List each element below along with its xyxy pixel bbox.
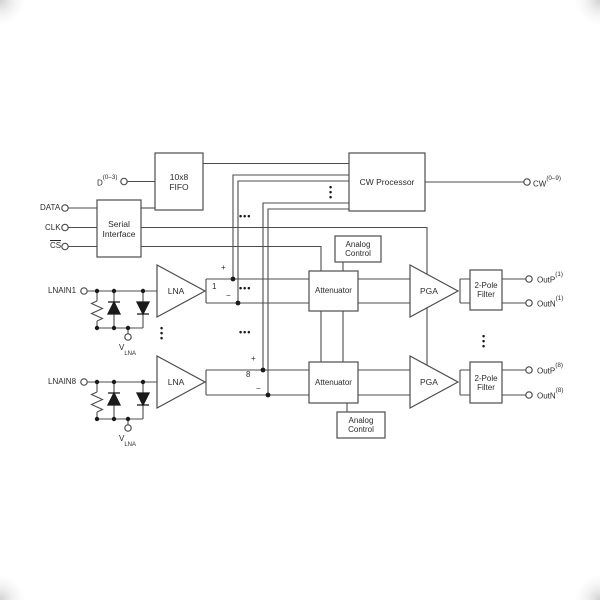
wire-ch8-rails [205, 369, 526, 396]
serial-interface-label: Serial Interface [102, 218, 136, 239]
resistor-ch1 [90, 300, 104, 322]
diode-down-icon [135, 301, 151, 316]
pin-label-outn1: OutN(1) [537, 295, 564, 309]
attenuator1-box [308, 270, 359, 312]
ellipsis-ch1-rails: ••• [239, 283, 252, 293]
pin-label-vlna1: VLNA [119, 343, 137, 357]
lna1-triangle [156, 263, 207, 319]
ch8-plus-mark: + [251, 354, 256, 363]
wire-cw-tap-ch8-plus [262, 202, 349, 370]
resistor-ch8 [90, 391, 104, 413]
ellipsis-cw-inputs: • • • [329, 182, 333, 202]
serial-interface-box [96, 199, 142, 258]
pin-label-d: D(0–3) [97, 174, 118, 188]
ch8-number: 8 [246, 370, 251, 379]
terminal-lnain8 [80, 378, 88, 386]
pin-label-cs: CS [50, 240, 62, 250]
cw-processor-box [348, 152, 426, 212]
pin-label-lnain1: LNAIN1 [48, 286, 77, 295]
pin-label-lnain8: LNAIN8 [48, 377, 77, 386]
fifo-label: 10x8 FIFO [169, 171, 189, 192]
ellipsis-lna-column: • • • [160, 323, 164, 343]
pin-label-cw-out: CW(0–9) [533, 175, 562, 189]
terminal-data [61, 204, 69, 212]
terminal-outn8 [525, 391, 533, 399]
terminal-outp8 [525, 366, 533, 374]
ch1-plus-mark: + [221, 263, 226, 272]
terminal-d [120, 177, 128, 186]
filter1-box [469, 269, 503, 311]
pin-label-vlna8: VLNA [119, 434, 137, 448]
terminal-cs [61, 242, 69, 251]
ellipsis-channel-rows: ••• [239, 327, 252, 337]
terminal-lnain1 [80, 287, 88, 295]
terminal-outp1 [525, 275, 533, 283]
diode-down-icon [135, 392, 151, 407]
pga1-label: PGA [420, 286, 438, 296]
ch8-minus-mark: − [256, 384, 261, 393]
ch1-number: 1 [212, 282, 217, 291]
terminal-outn1 [525, 299, 533, 307]
filter8-label: 2-Pole Filter [474, 373, 498, 392]
wires [68, 162, 526, 425]
cw-processor-label: CW Processor [359, 177, 415, 187]
ellipsis-cw-taps: ••• [239, 211, 252, 221]
lna1-label: LNA [167, 286, 185, 296]
terminal-cw [523, 178, 531, 186]
ch8-input-network [87, 381, 157, 425]
attenuator8-box [308, 361, 359, 404]
lna8-triangle [156, 354, 207, 410]
terminal-vlna8 [124, 424, 132, 432]
attenuator8-label: Attenuator [315, 377, 352, 387]
lna8-label: LNA [167, 377, 185, 387]
blocks [96, 152, 503, 439]
junction-dots [94, 276, 271, 422]
attenuator1-label: Attenuator [315, 286, 352, 295]
pin-label-outp8: OutP(8) [537, 362, 563, 376]
pin-label-clk: CLK [45, 223, 61, 232]
wire-pga-control-bus [141, 226, 428, 376]
ch1-minus-mark: − [226, 291, 231, 300]
analog-control8-label: Analog Control [348, 416, 374, 434]
wire-cw-tap-ch1-plus [232, 174, 349, 279]
pin-label-outp1: OutP(1) [537, 271, 563, 285]
pga8-triangle [409, 354, 460, 410]
analog-control1-label: Analog Control [345, 240, 371, 258]
wire-cw-tap-ch1-minus [237, 180, 349, 303]
analog-control8-box [336, 411, 386, 439]
filter1-label: 2-Pole Filter [474, 281, 498, 299]
protection-diodes [106, 300, 151, 407]
wire-cw-tap-ch8-minus [267, 208, 349, 395]
diode-up-icon [106, 391, 122, 406]
fifo-box [154, 152, 204, 211]
pga8-label: PGA [420, 377, 438, 387]
pga1-triangle [409, 263, 460, 319]
pin-label-outn8: OutN(8) [537, 387, 564, 401]
terminal-vlna1 [124, 333, 132, 341]
terminal-clk [61, 223, 69, 232]
wire-attenuator-control-bus [141, 245, 322, 372]
terminals [61, 177, 533, 432]
pin-label-data: DATA [40, 203, 61, 212]
ellipsis-filter-column: • • • [482, 331, 486, 351]
filter8-box [469, 361, 503, 404]
analog-control1-box [334, 235, 382, 263]
diode-up-icon [106, 300, 122, 315]
